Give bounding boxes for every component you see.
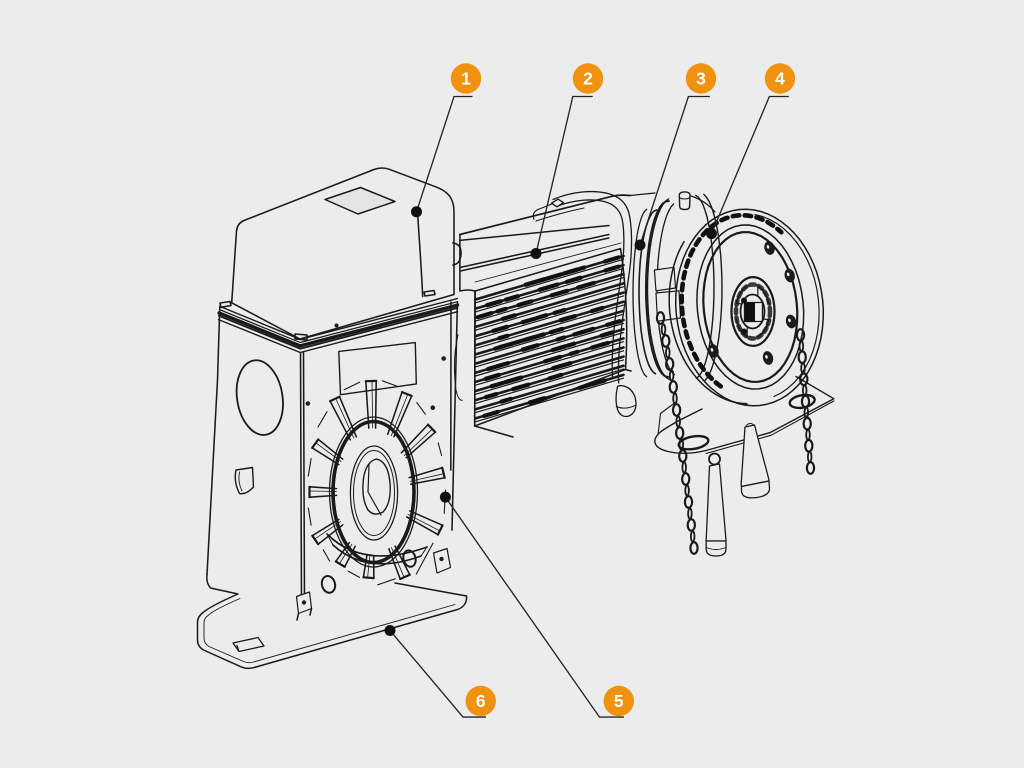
- svg-text:6: 6: [476, 691, 486, 711]
- svg-text:5: 5: [614, 691, 624, 711]
- svg-text:3: 3: [696, 69, 706, 89]
- svg-text:2: 2: [583, 69, 593, 89]
- svg-text:1: 1: [461, 69, 471, 89]
- svg-text:4: 4: [775, 69, 785, 89]
